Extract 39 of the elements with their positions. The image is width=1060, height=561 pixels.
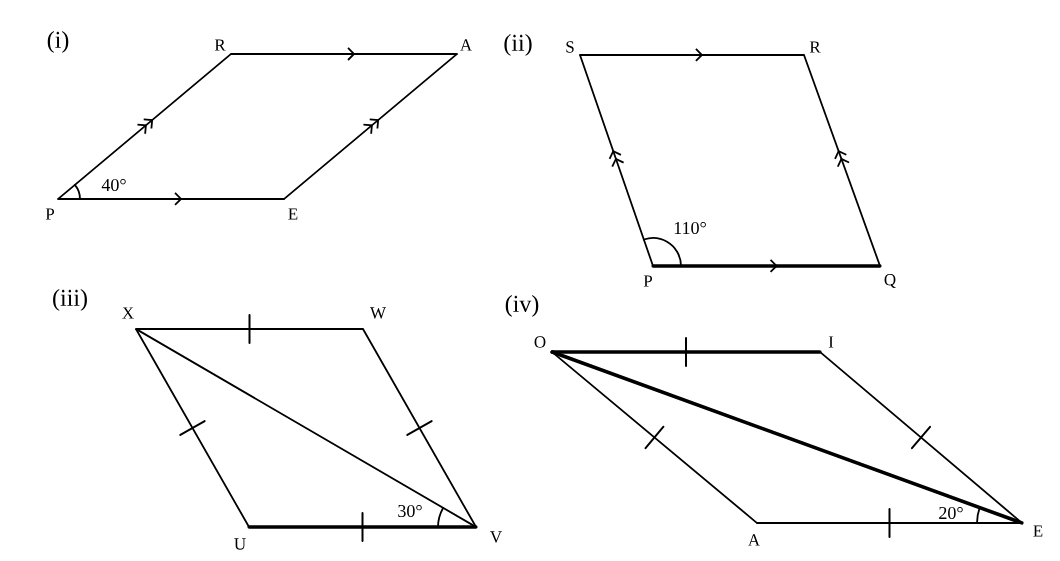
diagonal-line — [550, 350, 1024, 525]
side-line — [283, 53, 458, 200]
vertex-label: Q — [884, 274, 896, 288]
figure-number: (iv) — [505, 295, 539, 317]
vertex-label: U — [234, 538, 246, 550]
side-line — [135, 328, 250, 528]
figure-number: (ii) — [504, 34, 532, 56]
vertex-label: P — [643, 275, 653, 287]
angle-label: 110° — [674, 221, 706, 235]
vertex-label: V — [490, 531, 502, 543]
vertex-label: E — [1033, 525, 1043, 537]
side-line — [135, 314, 364, 344]
vertex-label: A — [748, 534, 760, 546]
side-line — [57, 192, 285, 206]
side-line — [579, 48, 805, 62]
side-line — [550, 337, 822, 367]
vertex-label: W — [370, 307, 386, 319]
figure-number: (i) — [47, 31, 69, 53]
angle-label: 30° — [398, 504, 422, 518]
angle-label: 40° — [101, 178, 126, 192]
vertex-label: O — [534, 336, 546, 348]
side-line — [57, 53, 232, 200]
side-line — [651, 259, 882, 273]
angle-label: 20° — [939, 506, 963, 520]
vertex-label: R — [809, 41, 821, 53]
side-line — [362, 328, 477, 528]
vertex-label: R — [214, 39, 226, 51]
side-line — [247, 512, 478, 542]
side-line — [803, 54, 881, 267]
vertex-label: A — [460, 39, 472, 51]
vertex-label: E — [288, 208, 298, 220]
vertex-label: P — [45, 208, 55, 220]
figure-number: (iii) — [53, 289, 87, 311]
side-line — [230, 47, 458, 61]
diagonal-line — [135, 328, 477, 528]
vertex-label: I — [828, 336, 834, 348]
vertex-label: S — [566, 41, 574, 53]
side-line — [579, 54, 654, 267]
vertex-label: X — [122, 307, 134, 319]
